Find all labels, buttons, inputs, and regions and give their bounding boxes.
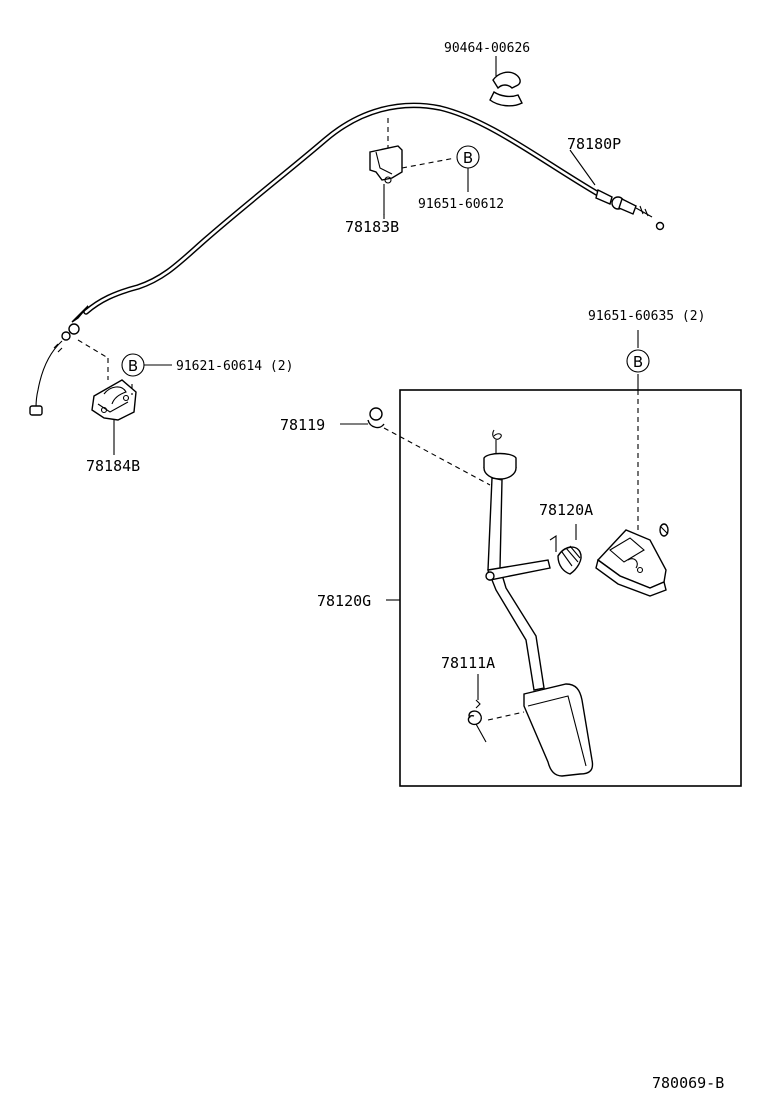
diagram-code: 780069-B — [652, 1074, 724, 1092]
lower-bracket-part — [77, 339, 137, 455]
label-91651-60635: 91651-60635 (2) — [588, 309, 705, 324]
cable-clamp-part — [489, 56, 523, 107]
ref-circle-b-left: B — [121, 353, 172, 377]
label-78111a: 78111A — [441, 654, 495, 672]
stopper-part — [340, 407, 491, 486]
label-91621-60614: 91621-60614 (2) — [176, 359, 293, 374]
label-78180p: 78180P — [567, 135, 621, 153]
return-spring-part — [467, 674, 525, 743]
cable-bracket-part — [369, 118, 456, 222]
pedal-bracket-part — [595, 523, 669, 597]
label-78183b: 78183B — [345, 218, 399, 236]
label-78184b: 78184B — [86, 457, 140, 475]
label-78120g: 78120G — [317, 592, 371, 610]
label-91651-60612: 91651-60612 — [418, 197, 504, 212]
pedal-assembly-frame — [399, 389, 742, 787]
label-78120a: 78120A — [539, 501, 593, 519]
label-90464-00626: 90464-00626 — [444, 41, 530, 56]
ref-mark-b-right: B — [633, 353, 643, 371]
ref-mark-b-top: B — [463, 149, 473, 167]
ref-circle-b-right: B — [626, 349, 650, 373]
pedal-arm-part — [483, 429, 594, 777]
ref-mark-b-left: B — [128, 357, 138, 375]
label-78119: 78119 — [280, 416, 325, 434]
pedal-spring-part — [549, 524, 582, 575]
ref-circle-b-top: B — [456, 145, 480, 192]
accelerator-cable — [29, 102, 665, 416]
